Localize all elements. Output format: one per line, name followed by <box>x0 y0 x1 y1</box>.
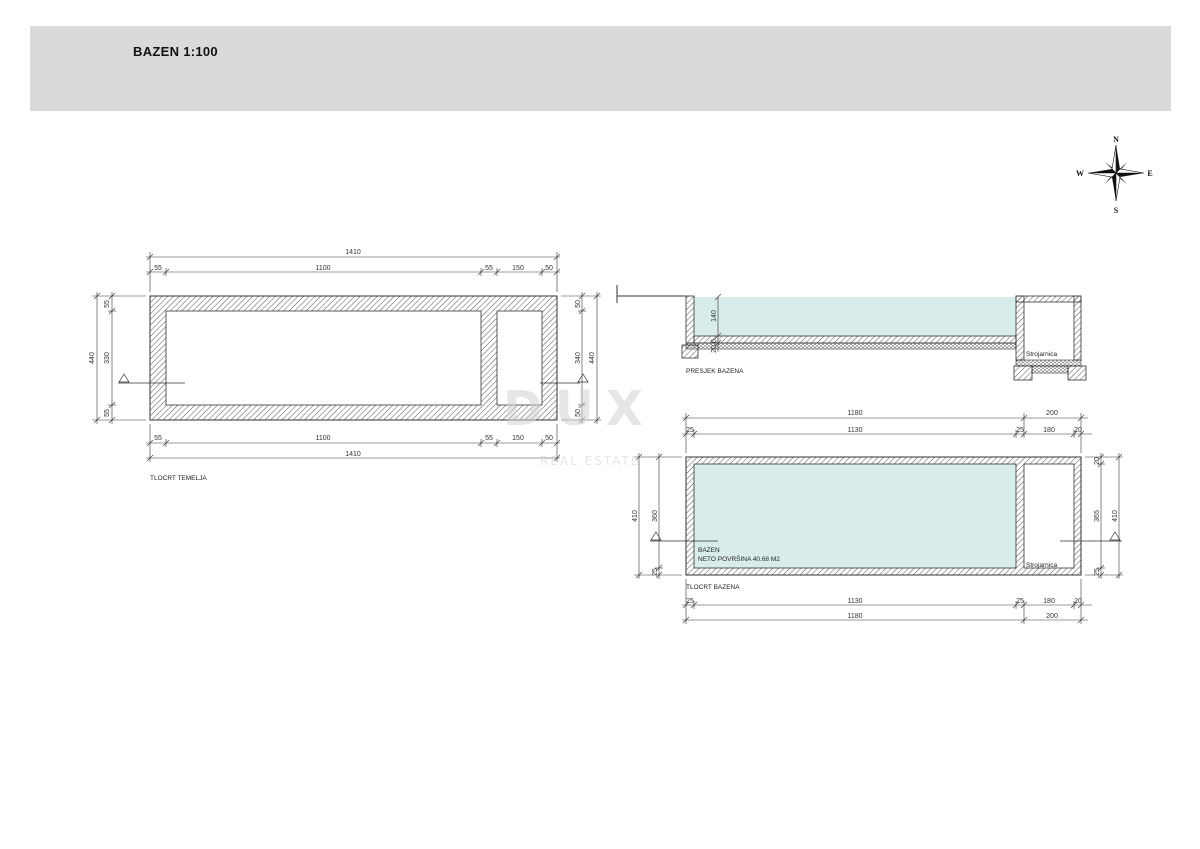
foundation-right-part: 50 <box>575 300 582 308</box>
pool-net-area: NETO POVRŠINA 40.68 M2 <box>698 554 780 563</box>
pool-bottom-part: 20 <box>1074 598 1082 605</box>
compass-w: W <box>1076 169 1084 178</box>
foundation-left-part: 55 <box>104 300 111 308</box>
section-room-label: Strojarnica <box>1026 351 1057 358</box>
foundation-top-part: 50 <box>545 265 553 272</box>
foundation-left-part: 55 <box>104 409 111 417</box>
compass-n: N <box>1113 135 1119 144</box>
pool-top-total: 200 <box>1046 410 1058 417</box>
foundation-plan: 1410 55 1100 55 150 50 55 1100 55 150 50… <box>89 249 601 482</box>
foundation-plan-label: TLOCRT TEMELJA <box>150 475 207 482</box>
foundation-left-total: 440 <box>89 352 96 364</box>
watermark: DUX REAL ESTATE <box>503 381 655 468</box>
foundation-left-part: 330 <box>104 352 111 364</box>
foundation-top-part: 55 <box>485 265 493 272</box>
foundation-top-total: 1410 <box>345 249 361 256</box>
pool-right-part: 365 <box>1094 510 1101 522</box>
foundation-bottom-total: 1410 <box>345 451 361 458</box>
foundation-right-total: 440 <box>589 352 596 364</box>
foundation-bottom-part: 55 <box>485 435 493 442</box>
pool-bottom-part: 180 <box>1043 598 1055 605</box>
watermark-sub: REAL ESTATE <box>540 454 640 468</box>
pool-top-total: 1180 <box>847 410 862 417</box>
pool-section: 140 6 20 Strojarnica PRESJEK BAZENA <box>616 285 1087 381</box>
pool-bottom-part: 1130 <box>847 598 862 605</box>
pool-left-part: 360 <box>652 510 659 522</box>
pool-top-part: 1130 <box>847 427 862 434</box>
compass-e: E <box>1147 169 1152 178</box>
sheet-title: BAZEN 1:100 <box>133 44 218 59</box>
foundation-top-part: 150 <box>512 265 524 272</box>
pool-right-total: 410 <box>1112 510 1119 522</box>
section-depth: 140 <box>711 310 718 322</box>
pool-room-name: BAZEN <box>698 547 720 554</box>
foundation-right-part: 50 <box>575 409 582 417</box>
section-slab-b: 20 <box>711 345 718 353</box>
section-slab-a: 6 <box>711 339 718 343</box>
pool-bottom-part: 25 <box>686 598 694 605</box>
compass-rose-icon: N S E W <box>1076 135 1153 215</box>
foundation-bottom-part: 55 <box>154 435 162 442</box>
pool-left-total: 410 <box>632 510 639 522</box>
pool-bottom-total: 200 <box>1046 613 1058 620</box>
pool-left-part: 25 <box>652 568 659 576</box>
pool-bottom-total: 1180 <box>847 613 862 620</box>
foundation-bottom-part: 150 <box>512 435 524 442</box>
foundation-top-part: 55 <box>154 265 162 272</box>
pool-machine-room-label: Strojarnica <box>1026 562 1057 569</box>
compass-s: S <box>1114 206 1119 215</box>
header-band: BAZEN 1:100 <box>30 26 1171 111</box>
foundation-right-part: 340 <box>575 352 582 364</box>
foundation-bottom-part: 50 <box>545 435 553 442</box>
pool-plan-label: TLOCRT BAZENA <box>686 584 740 591</box>
pool-top-part: 25 <box>1016 427 1024 434</box>
pool-top-part: 180 <box>1043 427 1055 434</box>
pool-top-part: 20 <box>1074 427 1082 434</box>
pool-top-part: 25 <box>686 427 694 434</box>
foundation-top-part: 1100 <box>315 265 330 272</box>
foundation-bottom-part: 1100 <box>315 435 330 442</box>
pool-right-part: 25 <box>1094 568 1101 576</box>
pool-plan: BAZEN NETO POVRŠINA 40.68 M2 Strojarnica… <box>632 410 1123 624</box>
section-label: PRESJEK BAZENA <box>686 368 744 375</box>
watermark-logo: DUX <box>503 381 655 437</box>
pool-bottom-part: 25 <box>1016 598 1024 605</box>
pool-right-part: 20 <box>1094 457 1101 465</box>
